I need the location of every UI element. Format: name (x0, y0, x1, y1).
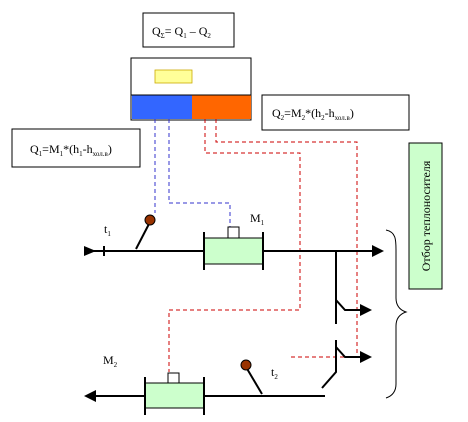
svg-text:Q2=M2*(h2-hхол.в): Q2=M2*(h2-hхол.в) (272, 106, 354, 122)
flowmeter-m2 (144, 372, 205, 415)
formula-box-q-sum: QΣ= Q1 – Q2 (142, 12, 235, 48)
label-m1: M1 (250, 211, 265, 227)
svg-text:QΣ= Q1 – Q2: QΣ= Q1 – Q2 (152, 24, 211, 40)
temperature-sensor-t1 (135, 214, 156, 250)
label-t2: t2 (271, 365, 278, 381)
heat-calculator (130, 57, 252, 121)
branch-arrow-2 (360, 351, 372, 363)
return-pipe (84, 390, 325, 402)
q-sum-symbol: Q (152, 24, 161, 38)
consumer-branches (321, 251, 362, 389)
calculator-channel-1 (132, 95, 192, 119)
formula-box-q2: Q2=M2*(h2-hхол.в) (261, 94, 410, 131)
svg-text:Q1=M1*(h1-hхол.в): Q1=M1*(h1-hхол.в) (30, 142, 112, 158)
supply-outlet-arrow (372, 245, 384, 257)
formula-box-q1: Q1=M1*(h1-hхол.в) (11, 128, 141, 168)
flowmeter-m1 (203, 226, 264, 270)
consumer-brace (385, 229, 408, 399)
supply-inlet-arrow (84, 246, 96, 256)
temperature-sensor-t2 (240, 359, 263, 395)
heat-carrier-withdrawal-label: Отбор теплоносителя (408, 142, 443, 290)
red-signal-lines (168, 119, 358, 372)
calculator-channel-2 (192, 95, 251, 119)
svg-text:Отбор теплоносителя: Отбор теплоносителя (419, 160, 433, 271)
return-outlet-arrow (84, 390, 96, 402)
branch-arrow-1 (360, 304, 372, 316)
label-t1: t1 (104, 222, 111, 238)
blue-signal-lines (154, 119, 231, 228)
label-m2: M2 (103, 353, 118, 369)
calculator-display (154, 69, 193, 84)
